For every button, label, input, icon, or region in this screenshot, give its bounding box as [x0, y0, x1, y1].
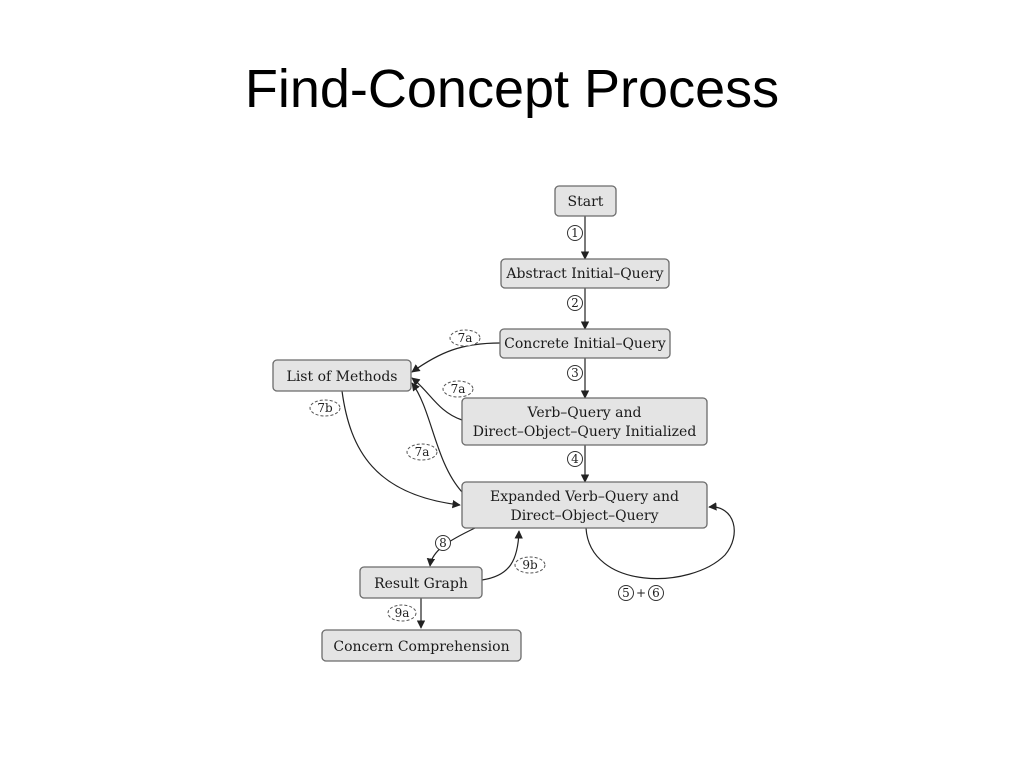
step-2-label: 2 — [571, 296, 579, 310]
step-7a-mid-marker: 7a — [442, 380, 474, 398]
node-concern-comprehension-label: Concern Comprehension — [333, 639, 509, 655]
step-7a-top-marker: 7a — [449, 329, 481, 347]
slide-title: Find-Concept Process — [244, 59, 780, 119]
step-5-6-join: + — [636, 586, 646, 600]
node-start: Start — [554, 185, 617, 217]
node-abstract-initial-query: Abstract Initial–Query — [500, 258, 670, 289]
step-1-label: 1 — [571, 226, 579, 240]
step-7a-mid-label: 7a — [451, 382, 466, 396]
step-5-label: 5 — [622, 586, 630, 600]
step-9b-label: 9b — [522, 558, 538, 572]
edge-concrete-to-methods — [411, 342, 501, 373]
node-result-graph-label: Result Graph — [374, 576, 468, 592]
node-abstract-initial-query-label: Abstract Initial–Query — [505, 266, 663, 282]
edge-expanded-to-methods — [411, 382, 463, 493]
edge-verb-to-methods — [411, 377, 463, 421]
edge-methods-to-expanded — [341, 390, 461, 509]
step-7a-top-label: 7a — [458, 331, 473, 345]
step-4-marker: 4 — [567, 451, 583, 467]
node-verb-query-line1: Verb–Query and — [527, 405, 642, 421]
node-expanded-query-line2: Direct–Object–Query — [510, 508, 658, 524]
node-list-of-methods: List of Methods — [272, 359, 412, 392]
node-expanded-query-line1: Expanded Verb–Query and — [490, 489, 679, 505]
node-start-label: Start — [568, 194, 604, 210]
node-verb-query-line2: Direct–Object–Query Initialized — [473, 424, 697, 440]
flow-edges — [341, 216, 735, 629]
step-7b-label: 7b — [317, 401, 333, 415]
step-7b-marker: 7b — [309, 399, 341, 417]
step-9b-marker: 9b — [514, 556, 546, 574]
step-4-label: 4 — [571, 452, 579, 466]
edge-expanded-self-loop — [585, 502, 735, 580]
step-1-marker: 1 — [567, 225, 583, 241]
step-9a-label: 9a — [395, 606, 410, 620]
step-8-label: 8 — [439, 536, 447, 550]
node-verb-query-initialized: Verb–Query and Direct–Object–Query Initi… — [461, 397, 708, 446]
step-7a-low-marker: 7a — [406, 443, 438, 461]
step-3-marker: 3 — [567, 365, 583, 381]
node-expanded-query: Expanded Verb–Query and Direct–Object–Qu… — [461, 481, 708, 529]
node-result-graph: Result Graph — [359, 566, 483, 599]
node-concern-comprehension: Concern Comprehension — [321, 629, 522, 662]
step-9a-marker: 9a — [387, 604, 417, 622]
step-7a-low-label: 7a — [415, 445, 430, 459]
step-5-6-marker: 5 + 6 — [618, 585, 664, 601]
step-3-label: 3 — [571, 366, 579, 380]
node-concrete-initial-query-label: Concrete Initial–Query — [504, 336, 666, 352]
step-8-marker: 8 — [435, 535, 451, 551]
step-2-marker: 2 — [567, 295, 583, 311]
node-concrete-initial-query: Concrete Initial–Query — [499, 328, 671, 359]
step-6-label: 6 — [652, 586, 660, 600]
node-list-of-methods-label: List of Methods — [287, 369, 398, 385]
edge-result-to-expanded — [481, 530, 523, 581]
